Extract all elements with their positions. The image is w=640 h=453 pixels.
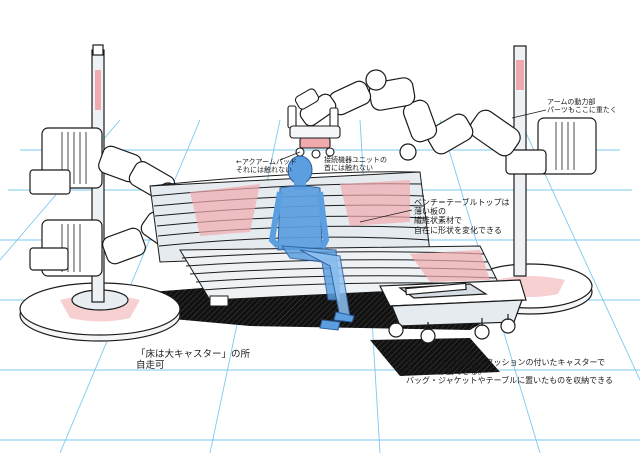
note-arm-drive: アームの動力部 パーツもここに重たく [547, 98, 617, 115]
left-robot-stand [19, 44, 181, 342]
cart-wheel [388, 322, 404, 338]
right-long-arm [299, 69, 521, 161]
sensor-arm [287, 88, 341, 159]
storage-cart [379, 279, 527, 344]
figure-torso [277, 185, 323, 251]
annotation-leaders [279, 109, 547, 223]
seated-figure [268, 155, 355, 331]
note-bench-table: ベンチ＝テーブルトップは 薄い板の 繊維状素材で 自在に形状を変化できる [414, 198, 510, 235]
note-cart: テーブルは、伸縮するクッションの付いたキャスターで 滑らかに移動できる。 バッグ… [406, 358, 613, 386]
right-robot-stand [467, 45, 597, 315]
note-left-base: 「床は大キャスター」の所 自走可 [136, 349, 251, 371]
note-arm-pad: ←アクアームパッド それには触れない [236, 158, 297, 175]
note-sensor-module: 接続機器ユニットの 首には触れない [324, 156, 387, 173]
sensor-module [289, 125, 341, 139]
right-upper-motor [537, 117, 597, 175]
